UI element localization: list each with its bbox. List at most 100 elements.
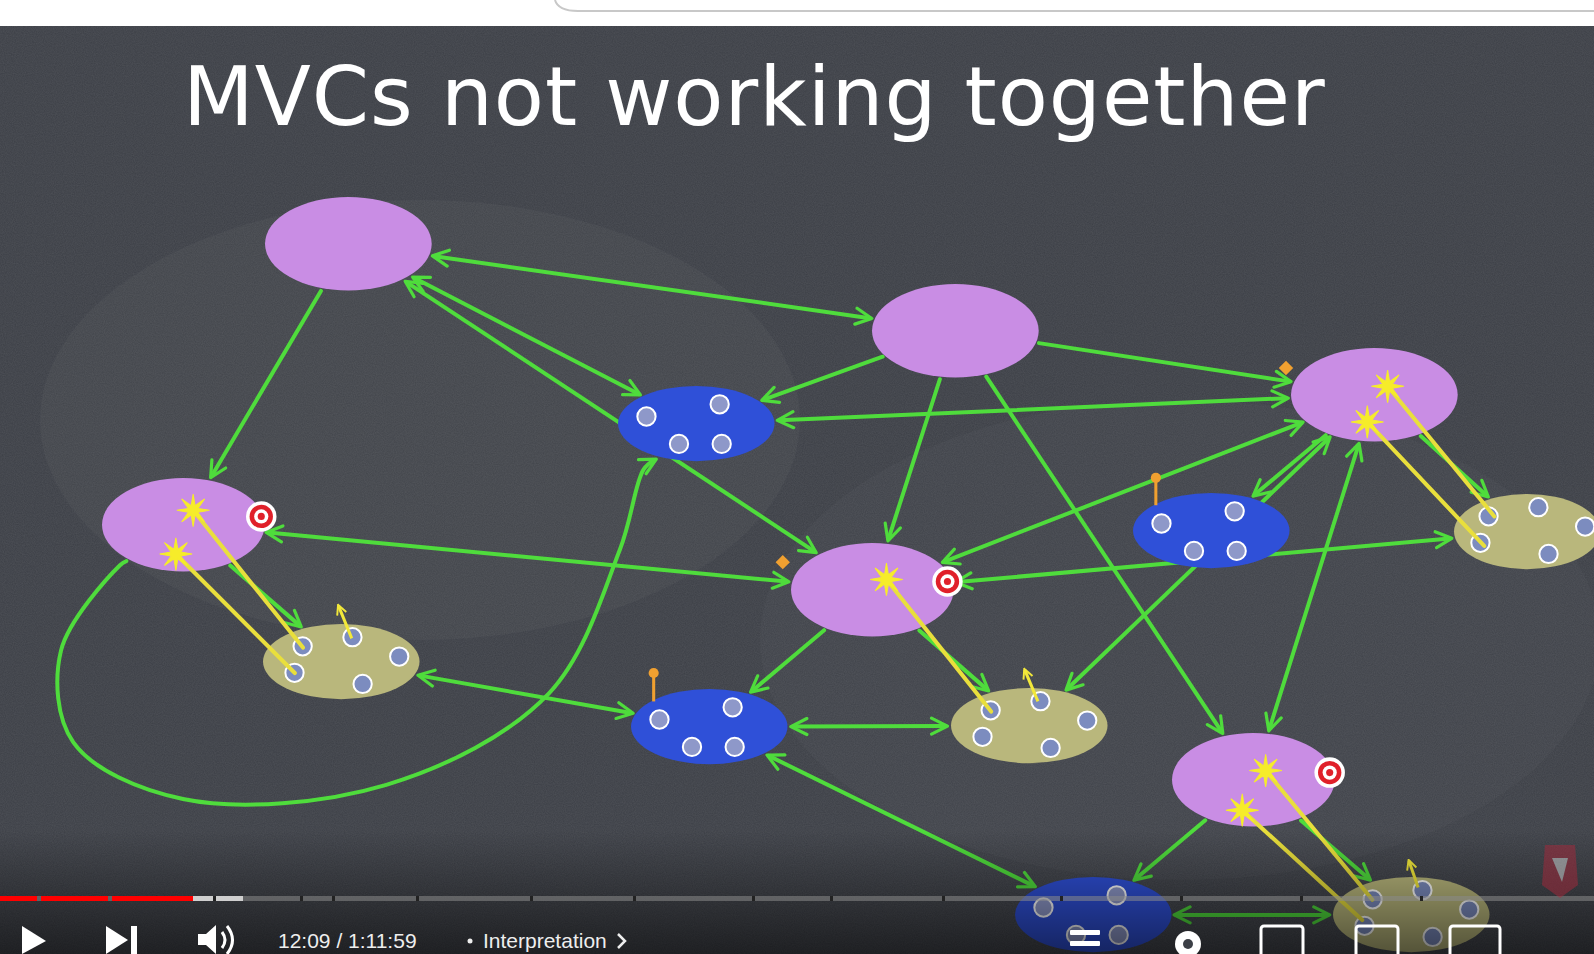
ellipse-outline [1133, 493, 1290, 568]
target-ring [254, 509, 268, 523]
ellipse-fill [791, 543, 954, 637]
property-dot [1529, 498, 1547, 516]
miniplayer-icon [1261, 926, 1303, 954]
controller-ellipse [1291, 348, 1458, 442]
property-dot [973, 728, 991, 746]
green-arrow [1269, 445, 1358, 729]
property-dot [1460, 901, 1478, 919]
target-ring [246, 501, 276, 531]
outlet-wire [1242, 810, 1362, 920]
green-arrow [407, 282, 815, 551]
green-arrow [1421, 436, 1487, 496]
ellipse-outline [1172, 733, 1335, 827]
ellipse-outline [265, 197, 432, 291]
outlet-star [1226, 794, 1259, 827]
green-arrow [1255, 435, 1326, 495]
outlet-wire [886, 579, 991, 711]
progress-played [112, 896, 193, 901]
ellipse-fill [1454, 494, 1594, 569]
target-ring [936, 570, 959, 593]
ellipse-fill [102, 478, 265, 572]
antenna-stem [1154, 478, 1157, 505]
model-ellipse [1133, 493, 1290, 568]
ellipse-fill [1133, 493, 1290, 568]
chapters-icon [1070, 930, 1100, 946]
property-dot [1228, 542, 1246, 560]
ellipse-fill [1172, 733, 1335, 827]
property-dot [1031, 692, 1049, 710]
outlet-star [1371, 370, 1404, 403]
target-ring [1318, 761, 1341, 784]
chapter-chevron [615, 931, 629, 951]
ellipse-outline [1291, 348, 1458, 442]
property-dot [1109, 926, 1127, 944]
target-ring [1314, 757, 1344, 787]
controller-ellipse [1172, 733, 1335, 827]
target-icon [932, 566, 962, 596]
green-arrow [230, 565, 300, 625]
property-dot [1078, 712, 1096, 730]
green-arrow [434, 256, 869, 318]
property-dot [1107, 886, 1125, 904]
green-arrow [752, 630, 824, 691]
property-dot [1185, 542, 1203, 560]
ellipse-fill [951, 688, 1108, 763]
property-dot [1576, 517, 1594, 535]
target-icon [246, 501, 276, 531]
model-antenna [649, 668, 659, 702]
controller-ellipse [872, 284, 1039, 378]
antenna-tip [649, 668, 659, 678]
green-arrow [764, 357, 883, 400]
outlet-wire [1367, 422, 1484, 546]
green-arrow [1301, 821, 1369, 879]
outlet-star [177, 494, 210, 527]
property-dot [670, 435, 688, 453]
target-ring [932, 566, 962, 596]
delegate-arrow [1409, 861, 1418, 887]
ellipse-outline [1454, 494, 1594, 569]
ellipse-outline [631, 689, 788, 764]
ellipse-outline [102, 478, 265, 572]
stanford-logo [1542, 845, 1578, 898]
green-arrow [212, 291, 321, 476]
ellipse-fill [265, 197, 432, 291]
green-arrow [414, 278, 638, 394]
controller-ellipse [791, 543, 954, 637]
chapter-title: Interpretation [483, 929, 607, 952]
property-dot [1034, 899, 1052, 917]
green-arrow [1039, 343, 1289, 381]
outlet-star [1249, 754, 1282, 787]
ellipse-fill [631, 689, 788, 764]
outlet-wire [193, 510, 303, 647]
green-arrow [889, 379, 940, 539]
view-ellipse [1454, 494, 1594, 569]
target-icon [1314, 757, 1344, 787]
property-dot [1226, 502, 1244, 520]
property-dot [1363, 891, 1381, 909]
property-dot [1153, 514, 1171, 532]
property-dot [1413, 881, 1431, 899]
ellipse-fill [1333, 877, 1490, 952]
property-dot [286, 664, 304, 682]
target-ring [944, 578, 951, 585]
green-arrow [919, 631, 987, 690]
outlet-star [870, 563, 903, 596]
property-dot [1423, 928, 1441, 946]
property-dot [713, 435, 731, 453]
view-ellipse [951, 688, 1108, 763]
controller-ellipse [265, 197, 432, 291]
property-dot [1479, 507, 1497, 525]
antenna-tip [1151, 473, 1161, 483]
ellipse-outline [951, 688, 1108, 763]
ellipse-fill [1015, 877, 1172, 952]
progress-played [41, 896, 108, 901]
outlet-wire [1266, 771, 1373, 900]
ellipse-outline [1333, 877, 1490, 952]
